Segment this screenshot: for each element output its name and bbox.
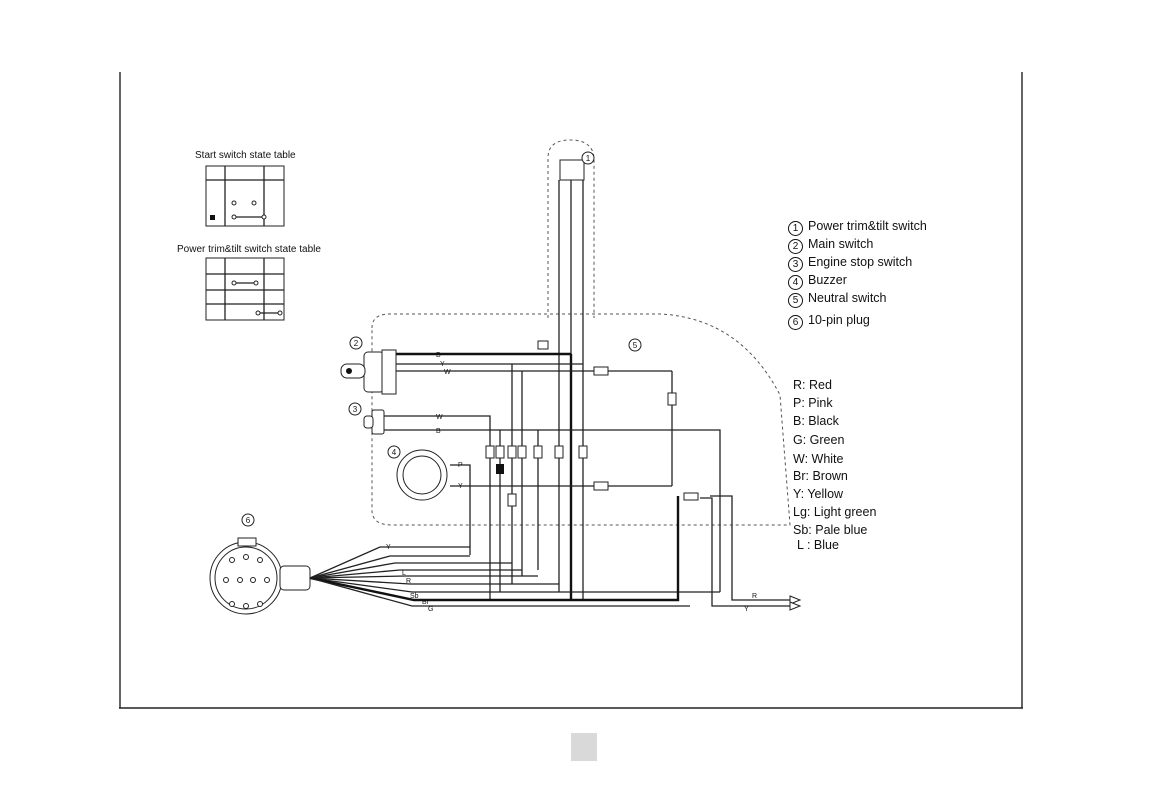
callout-5: 5 — [629, 339, 641, 351]
callout-4: 4 — [388, 446, 400, 458]
engine-stop-switch — [364, 410, 384, 434]
wire-out-r — [710, 496, 790, 600]
neutral-switch-connector — [668, 393, 676, 405]
color-key: Sb: Pale blue — [793, 523, 867, 537]
legend-item: 2 Main switch — [788, 237, 873, 254]
trim-switch-state-table — [206, 258, 284, 320]
svg-text:5: 5 — [633, 341, 638, 350]
start-switch-table-title: Start switch state table — [195, 150, 296, 161]
svg-text:6: 6 — [246, 516, 251, 525]
color-key: R: Red — [793, 378, 832, 392]
wire-label: W — [444, 369, 451, 376]
svg-text:4: 4 — [392, 448, 397, 457]
wire-label: G — [428, 606, 433, 613]
wire-label: Y — [440, 361, 445, 368]
wire-label: Sb — [410, 593, 419, 600]
wire-stop-w — [384, 416, 490, 600]
legend-number: 6 — [788, 315, 803, 330]
legend-label: Buzzer — [808, 273, 847, 287]
legend-number: 4 — [788, 275, 803, 290]
legend-number: 5 — [788, 293, 803, 308]
wire-label: Y — [386, 544, 391, 551]
color-key: G: Green — [793, 433, 844, 447]
legend-number: 3 — [788, 257, 803, 272]
svg-text:2: 2 — [354, 339, 359, 348]
color-key: P: Pink — [793, 396, 833, 410]
wire-label: W — [436, 414, 443, 421]
legend-label: Neutral switch — [808, 291, 887, 305]
page-number-box — [571, 733, 597, 761]
legend-label: 10-pin plug — [808, 313, 870, 327]
legend-item: 6 10-pin plug — [788, 313, 870, 330]
color-key: Y: Yellow — [793, 487, 843, 501]
trim-switch-table-title: Power trim&tilt switch state table — [177, 244, 321, 255]
main-switch-key — [341, 350, 396, 394]
legend-label: Power trim&tilt switch — [808, 219, 927, 233]
buzzer — [397, 450, 447, 500]
callout-3: 3 — [349, 403, 361, 415]
wire-label: L — [402, 570, 406, 577]
wire-buzzer-p — [450, 465, 470, 555]
wire-label: B — [436, 352, 441, 359]
legend-item: 3 Engine stop switch — [788, 255, 912, 272]
legend-number: 1 — [788, 221, 803, 236]
svg-text:1: 1 — [586, 154, 591, 163]
color-key: W: White — [793, 452, 843, 466]
legend-item: 5 Neutral switch — [788, 291, 887, 308]
color-key: Br: Brown — [793, 469, 848, 483]
legend-item: 1 Power trim&tilt switch — [788, 219, 927, 236]
wire-label: Y — [744, 606, 749, 613]
plug-harness — [310, 496, 720, 606]
wire-out-y — [700, 498, 790, 606]
wire-label: Br — [422, 599, 430, 606]
wire-label: P — [458, 462, 463, 469]
color-key: B: Black — [793, 414, 839, 428]
wire-label: R — [752, 593, 757, 600]
legend-item: 4 Buzzer — [788, 273, 847, 290]
wire-label: R — [406, 578, 411, 585]
wire-label: Y — [458, 483, 463, 490]
legend-label: Main switch — [808, 237, 873, 251]
callout-2: 2 — [350, 337, 362, 349]
legend-number: 2 — [788, 239, 803, 254]
callout-1: 1 — [582, 152, 594, 164]
start-switch-state-table — [206, 166, 284, 226]
color-key: L : Blue — [797, 538, 839, 552]
legend-label: Engine stop switch — [808, 255, 912, 269]
color-key: Lg: Light green — [793, 505, 876, 519]
wire-label: B — [436, 428, 441, 435]
callout-6: 6 — [242, 514, 254, 526]
svg-text:3: 3 — [353, 405, 358, 414]
trim-switch-wiring — [559, 160, 584, 600]
ten-pin-plug — [210, 538, 310, 614]
